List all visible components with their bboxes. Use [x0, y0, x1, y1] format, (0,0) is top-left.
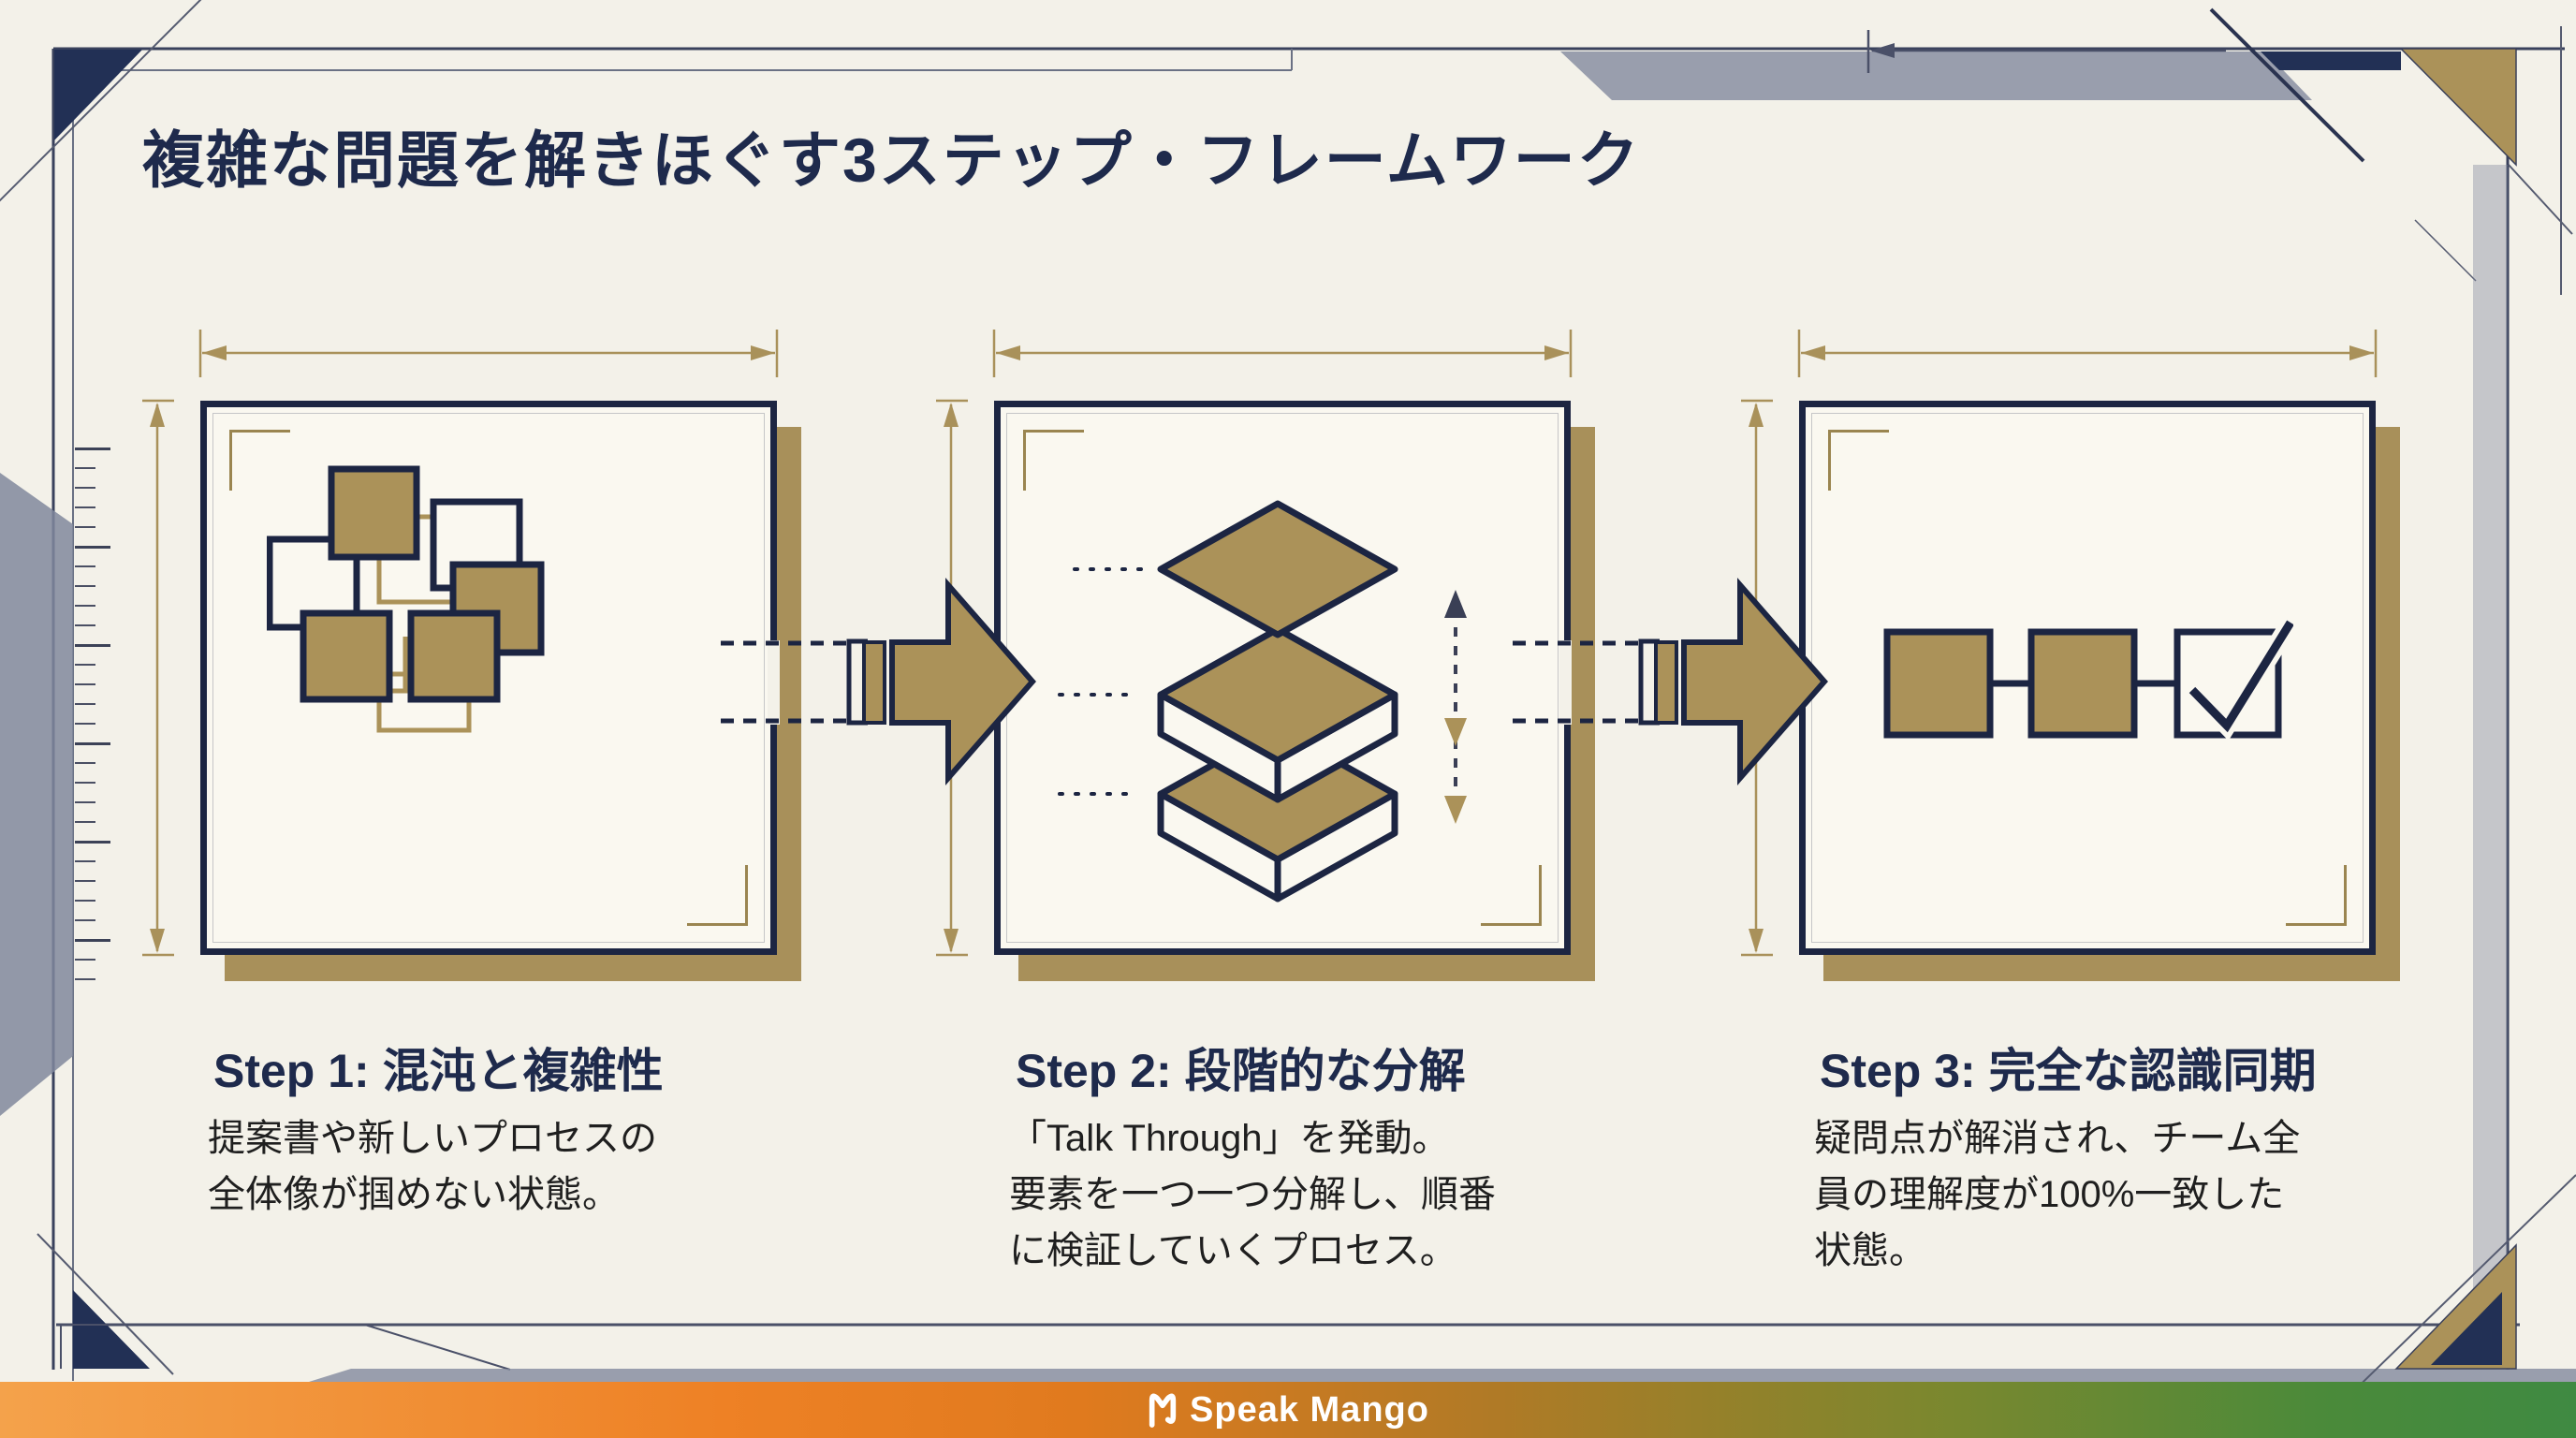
brand-name: Speak Mango: [1190, 1389, 1429, 1430]
corner-bracket-icon: [1023, 430, 1084, 491]
corner-bracket-icon: [2286, 865, 2347, 926]
brand-banner: Speak Mango: [0, 1382, 2576, 1438]
top-left-triangle: [54, 50, 142, 140]
speak-mango-logo-icon: [1149, 1393, 1177, 1428]
bottom-right-navy-triangle: [2431, 1292, 2502, 1365]
step1-label: Step 1: 混沌と複雑性: [213, 1045, 664, 1097]
bottom-right-gold-triangle: [2394, 1243, 2517, 1370]
tangled-squares-icon: [267, 465, 545, 733]
step1-box: [200, 401, 777, 955]
step3-label: Step 3: 完全な認識同期: [1820, 1045, 2317, 1097]
bottom-left-triangle: [73, 1290, 150, 1369]
corner-bracket-icon: [1481, 865, 1542, 926]
corner-bracket-icon: [1828, 430, 1889, 491]
left-gray-band: [0, 473, 73, 1116]
step2-label: Step 2: 段階的な分解: [1016, 1045, 1466, 1097]
page-title: 複雑な問題を解きほぐす3ステップ・フレームワーク: [142, 125, 1641, 195]
ruler-major-ticks-icon: [75, 448, 110, 1000]
right-gray-band: [2473, 165, 2508, 1369]
corner-bracket-icon: [687, 865, 748, 926]
step3-box: [1799, 401, 2376, 955]
sequence-check-icon: [1883, 617, 2293, 741]
step3-description: 疑問点が解消され、チーム全 員の理解度が100%一致した 状態。: [1814, 1118, 2301, 1271]
layered-stack-icon: [1058, 500, 1467, 902]
step1-description: 提案書や新しいプロセスの 全体像が掴めない状態。: [208, 1118, 657, 1215]
top-right-triangle: [2399, 48, 2517, 167]
corner-bracket-icon: [229, 430, 290, 491]
step2-box: [994, 401, 1571, 955]
step2-description: 「Talk Through」を発動。 要素を一つ一つ分解し、順番 に検証していく…: [1009, 1118, 1496, 1271]
